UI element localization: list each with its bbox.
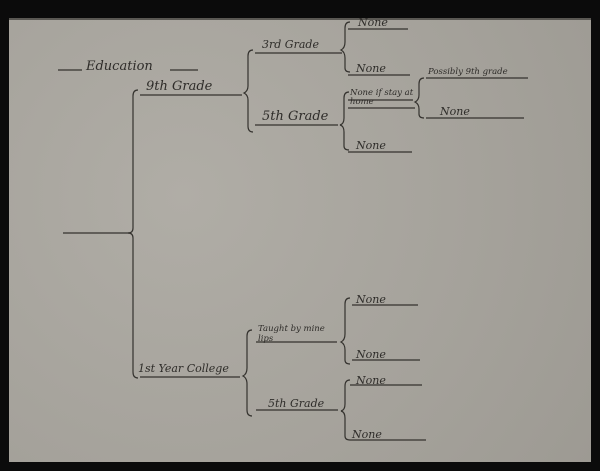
node-9th-grade: 9th Grade (146, 79, 213, 94)
brace-9th-grade (242, 49, 254, 133)
main-brace (127, 89, 139, 379)
node-none: None (356, 374, 386, 387)
node-none: None (356, 293, 386, 306)
node-none: None (356, 62, 386, 75)
node-none: None (358, 16, 388, 29)
brace-college (241, 329, 253, 417)
node-none: None (440, 105, 470, 118)
node-possibly-9th-grade: Possibly 9th grade (428, 67, 508, 77)
brace-5th-grade-a (339, 91, 350, 151)
node-none-if-stay-at-home: None if stay at home (350, 88, 414, 107)
node-5th-grade: 5th Grade (268, 397, 325, 410)
node-5th-grade: 5th Grade (262, 109, 329, 124)
node-3rd-grade: 3rd Grade (262, 38, 319, 51)
title-education: Education (86, 59, 153, 74)
node-taught-by-mine-lips: Taught by mine lips (258, 324, 325, 344)
node-1st-year-college: 1st Year College (138, 362, 229, 375)
paper-top-edge (9, 18, 591, 20)
node-none: None (356, 139, 386, 152)
node-none: None (356, 348, 386, 361)
node-none: None (352, 428, 382, 441)
brace-taught (339, 297, 351, 365)
brace-none-if (413, 77, 425, 119)
brace-5th-grade-b (340, 379, 351, 441)
brace-3rd-grade (339, 21, 351, 73)
paper-sheet (9, 18, 591, 462)
